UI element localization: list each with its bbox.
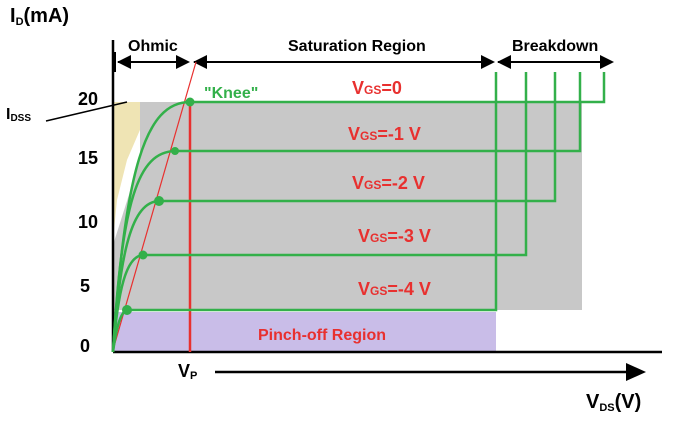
vds-arrowhead [626, 363, 646, 381]
curve-label-vgs-minus-4: VGS=-4 V [358, 279, 431, 299]
saturation-region-fill [140, 102, 582, 310]
curve-label-vgs-minus-2: VGS=-2 V [352, 173, 425, 193]
vp-label: VP [178, 361, 197, 382]
saturation-region-label: Saturation Region [288, 38, 426, 55]
saturation-arrowhead-right [481, 55, 495, 69]
pinch-off-region-fill [113, 312, 496, 351]
knee-dot-vgs-minus-1 [171, 147, 179, 155]
idss-label: IDSS [6, 106, 31, 124]
breakdown-arrowhead-left [497, 55, 511, 69]
x-axis-label-main: V [586, 391, 600, 413]
x-axis-label-sub: DS [599, 402, 614, 414]
ohmic-arrowhead-right [176, 55, 190, 69]
idss-label-sub: DSS [10, 113, 31, 124]
y-tick-20: 20 [78, 89, 98, 109]
vp-label-main: V [178, 361, 190, 381]
breakdown-arrowhead-right [600, 55, 614, 69]
y-tick-0: 0 [80, 336, 90, 356]
knee-dot-vgs-minus-4 [122, 305, 132, 315]
knee-dot-vgs-0 [185, 97, 195, 107]
ohmic-arrowhead-left [117, 55, 131, 69]
y-tick-5: 5 [80, 276, 90, 296]
y-tick-15: 15 [78, 148, 98, 168]
breakdown-region-label: Breakdown [512, 38, 598, 55]
idss-label-main: I [6, 106, 10, 123]
knee-dot-vgs-minus-2 [154, 196, 164, 206]
curve-label-vgs-minus-3: VGS=-3 V [358, 226, 431, 246]
ohmic-region-fill [113, 102, 152, 240]
knee-dot-vgs-minus-3 [138, 250, 148, 260]
knee-locus-line [112, 61, 197, 351]
vp-label-sub: P [190, 370, 197, 382]
y-axis-label-main: I [10, 5, 16, 27]
y-tick-10: 10 [78, 212, 98, 232]
y-axis-label-sub: D [16, 16, 24, 28]
y-axis-label: ID(mA) [10, 5, 69, 28]
curve-label-vgs-0: VGS=0 [352, 78, 402, 98]
y-axis-label-unit: (mA) [24, 5, 70, 27]
knee-label: "Knee" [204, 85, 258, 102]
pinch-off-region-label: Pinch-off Region [258, 327, 386, 344]
ohmic-region-label: Ohmic [128, 38, 178, 55]
idss-pointer-line [45, 101, 128, 122]
x-axis-label-unit: (V) [615, 391, 642, 413]
x-axis-label: VDS(V) [586, 391, 641, 414]
curve-label-vgs-minus-1: VGS=-1 V [348, 124, 421, 144]
saturation-arrowhead-left [193, 55, 207, 69]
